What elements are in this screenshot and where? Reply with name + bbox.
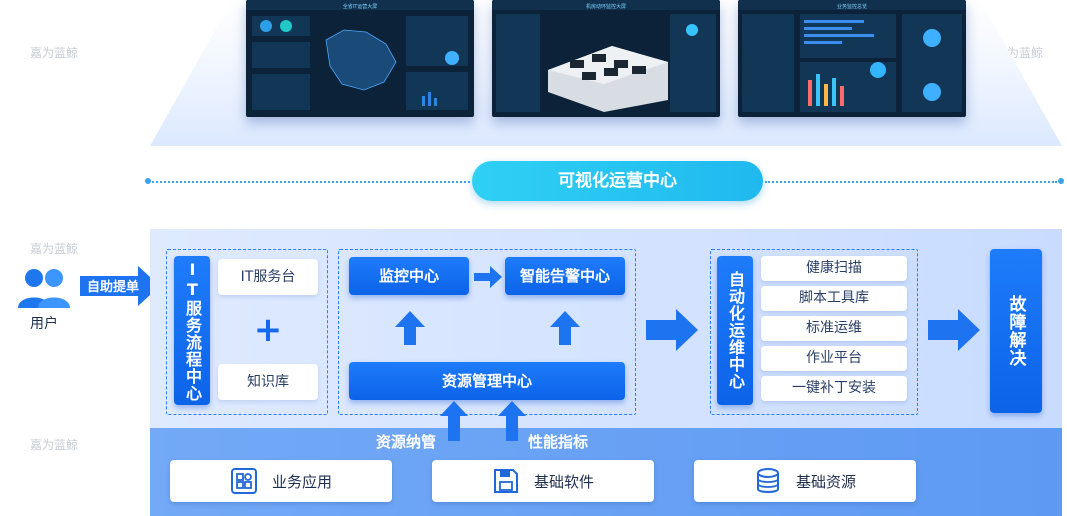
watermark: 嘉为蓝鲸 [30,46,79,60]
arrow-right-icon [646,309,698,351]
business-app-card[interactable]: 业务应用 [170,460,392,502]
performance-metrics-label: 性能指标 [528,433,589,451]
self-service-label: 自助提单 [86,280,139,295]
divider-line [765,181,1057,183]
watermark: 嘉为蓝鲸 [30,438,79,452]
service-desk-button[interactable]: IT服务台 [218,259,318,295]
self-service-arrow [80,266,160,306]
automation-group [710,249,918,415]
script-library-button[interactable]: 脚本工具库 [761,286,907,311]
base-software-card[interactable]: 基础软件 [432,460,654,502]
dashboard-screenshot-1: 全省IT运营大屏 [246,0,474,117]
base-resource-label: 基础资源 [795,472,856,491]
knowledge-base-button[interactable]: 知识库 [218,364,318,400]
visual-ops-center-title: 可视化运营中心 [472,161,763,201]
arrow-up-icon [498,401,526,441]
arrow-right-icon [928,309,980,351]
it-service-center-label: IT服务流程中心 [183,259,202,402]
base-resource-card[interactable]: 基础资源 [694,460,916,502]
arrow-right-icon [474,266,502,288]
automation-center-label: 自动化运维中心 [726,271,745,390]
divider-line [152,181,470,183]
dashboard-screenshot-3: 业务监控总览 [738,0,966,117]
patch-install-button[interactable]: 一键补丁安装 [761,376,907,401]
screen-caption: 机房动环监控大屏 [586,3,626,10]
plus-sign: + [253,310,283,350]
divider-dot [145,178,151,184]
arrow-up-icon [395,311,425,345]
business-app-label: 业务应用 [271,472,332,491]
resource-center-button[interactable]: 资源管理中心 [349,362,625,400]
watermark: 嘉为蓝鲸 [30,242,79,256]
dashboard-screenshot-2: 机房动环监控大屏 [492,0,720,117]
it-service-center[interactable]: IT服务流程中心 [174,256,210,405]
screen-caption: 业务监控总览 [837,3,867,10]
divider-dot [1058,178,1064,184]
standard-ops-button[interactable]: 标准运维 [761,316,907,341]
fault-resolution[interactable]: 故障解决 [990,249,1042,413]
monitor-center-button[interactable]: 监控中心 [349,257,469,295]
health-scan-button[interactable]: 健康扫描 [761,256,907,281]
fault-resolution-label: 故障解决 [1005,295,1026,367]
job-platform-button[interactable]: 作业平台 [761,346,907,371]
automation-center[interactable]: 自动化运维中心 [717,256,753,405]
alarm-center-button[interactable]: 智能告警中心 [505,257,625,295]
app-grid-icon [230,468,257,494]
it-service-group [166,249,328,415]
users-icon [18,269,70,308]
resource-onboarding-label: 资源纳管 [375,433,436,451]
base-software-label: 基础软件 [533,472,594,491]
monitoring-group [338,249,636,415]
floppy-disk-icon [493,469,518,493]
arrow-up-icon [550,311,580,345]
user-label: 用户 [30,316,58,332]
database-icon [756,468,779,493]
arrow-up-icon [440,401,468,441]
screen-caption: 全省IT运营大屏 [343,3,378,10]
